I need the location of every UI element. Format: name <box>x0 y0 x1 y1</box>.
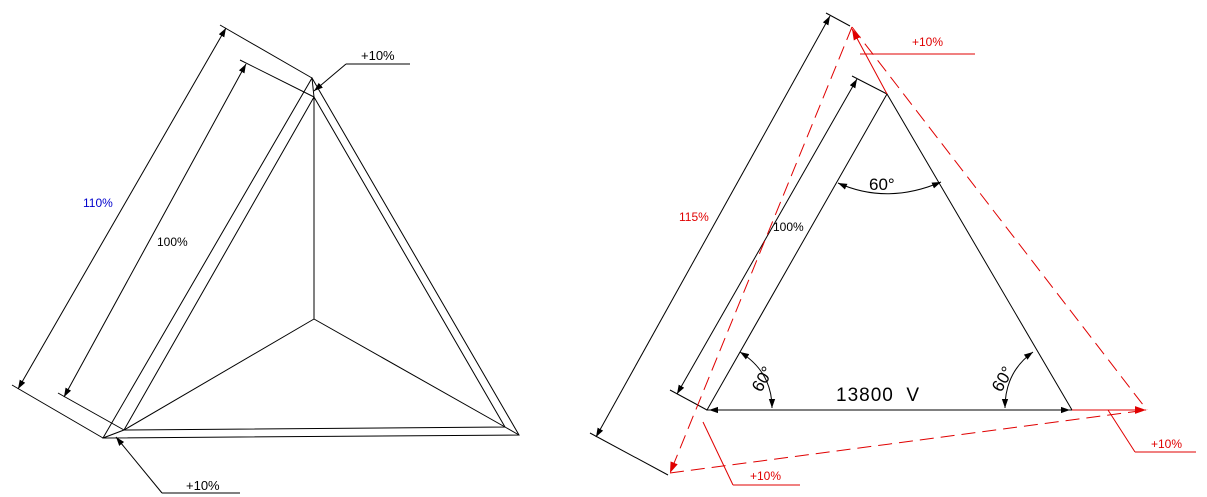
right-dim-115-label: 115% <box>679 210 709 224</box>
left-center-right <box>313 318 506 428</box>
red-edge-right <box>851 26 1148 411</box>
left-bottom-callout: +10% <box>186 478 220 493</box>
right-left-angle-label: 60° <box>748 363 777 395</box>
left-top-callout: +10% <box>361 48 395 63</box>
right-ext-inner-top <box>851 75 888 95</box>
red-bottom-leader <box>702 421 734 486</box>
right-dim-100-label: 100% <box>773 220 804 234</box>
right-top-callout: +10% <box>912 35 943 49</box>
right-right-callout: +10% <box>1151 437 1182 451</box>
right-dim-115 <box>595 15 831 438</box>
right-right-angle-arc <box>1001 351 1034 409</box>
red-edge-bottom <box>669 409 1148 474</box>
left-ext-outer-top <box>219 24 313 79</box>
left-bottom-leader <box>115 436 163 494</box>
red-edge-left <box>669 26 853 474</box>
left-bevel-top <box>311 77 315 98</box>
left-ext-inner-bottom <box>57 392 125 431</box>
right-bottom-callout: +10% <box>750 469 781 483</box>
left-figure <box>11 24 520 494</box>
right-ext-inner-bottom <box>669 389 708 411</box>
left-dim-100 <box>63 63 247 398</box>
left-bevel-right <box>504 426 520 436</box>
right-dim-100 <box>676 78 858 395</box>
left-ext-inner-top <box>239 59 315 98</box>
right-ext-outer-bottom <box>589 432 669 476</box>
left-center-left <box>123 318 315 431</box>
left-top-leader <box>313 63 347 92</box>
right-base-voltage-label: 13800 V <box>836 385 920 406</box>
left-dim-100-label: 100% <box>157 235 188 249</box>
right-right-angle-label: 60° <box>988 363 1017 395</box>
right-ext-outer-top <box>825 12 851 27</box>
left-ext-outer-bottom <box>11 384 104 439</box>
left-outer-triangle <box>102 77 520 439</box>
right-figure <box>589 12 1073 476</box>
left-bevel-left <box>102 429 125 439</box>
red-right-leader <box>1107 409 1136 453</box>
left-dim-110-label: 110% <box>83 196 113 210</box>
right-red-figure <box>669 26 1196 486</box>
left-dim-110 <box>17 27 227 390</box>
red-apex-arrow <box>851 28 888 95</box>
right-top-angle-label: 60° <box>869 175 895 194</box>
right-main-triangle <box>706 93 1073 411</box>
